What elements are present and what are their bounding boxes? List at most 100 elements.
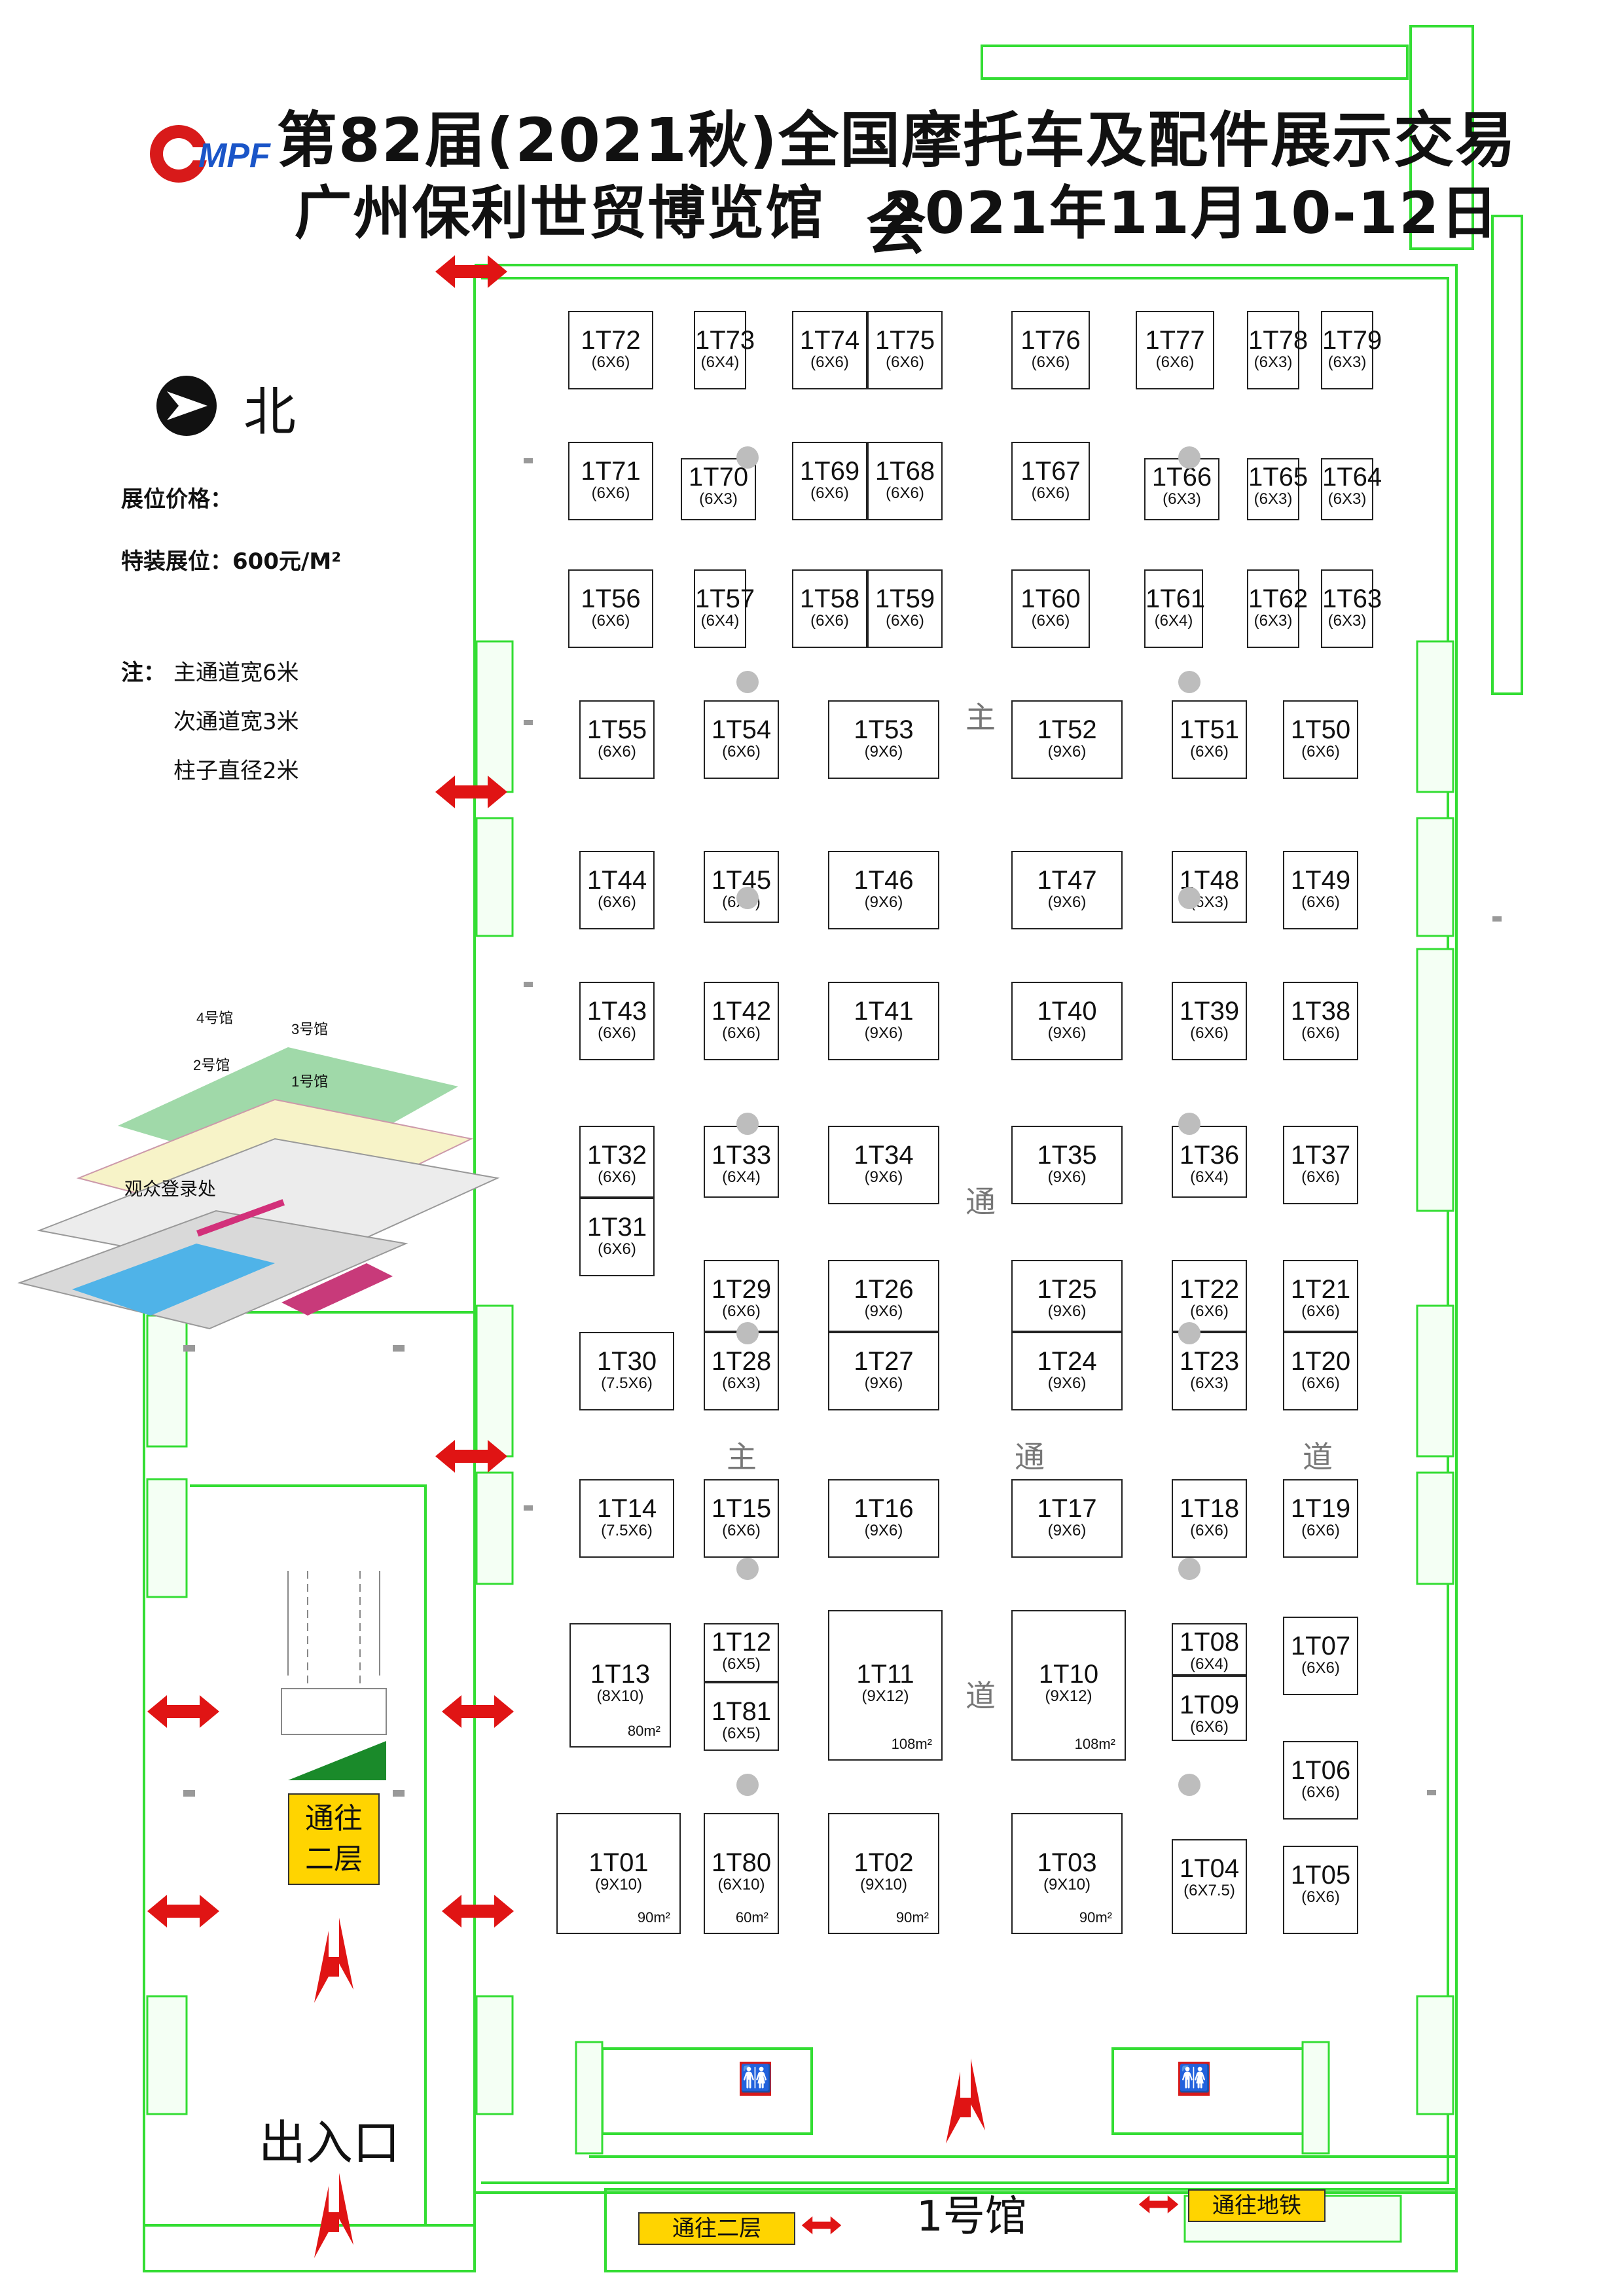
booth-1t62: 1T62(6X3) <box>1247 569 1308 648</box>
booth-code: 1T38 <box>1290 997 1351 1026</box>
booth-1t51: 1T51(6X6) <box>1172 700 1247 779</box>
booth-code: 1T13 <box>590 1660 651 1689</box>
pillar <box>736 1558 759 1580</box>
pillar <box>1178 1774 1200 1796</box>
booth-1t27: 1T27(9X6) <box>828 1332 939 1410</box>
booth-size: (9X6) <box>864 893 903 911</box>
booth-code: 1T21 <box>1290 1275 1351 1304</box>
entrance-label: 出入口 <box>259 2115 401 2170</box>
booth-size: (6X3) <box>1254 612 1293 630</box>
booth-code: 1T42 <box>711 997 772 1026</box>
booth-1t17: 1T17(9X6) <box>1011 1479 1123 1558</box>
booth-area: 90m² <box>895 1909 929 1926</box>
booth-code: 1T09 <box>1179 1691 1240 1719</box>
booth-1t16: 1T16(9X6) <box>828 1479 939 1558</box>
booth-size: (6X6) <box>1301 1522 1340 1539</box>
booth-size: (9X12) <box>1045 1687 1092 1705</box>
booth-code: 1T47 <box>1037 866 1097 895</box>
booth-1t78: 1T78(6X3) <box>1247 311 1308 389</box>
pillar <box>1178 671 1200 693</box>
booth-1t35: 1T35(9X6) <box>1011 1126 1123 1204</box>
booth-size: (6X6) <box>1301 1024 1340 1042</box>
pillar <box>1178 887 1200 909</box>
booth-size: (6X6) <box>1190 1718 1229 1736</box>
booth-area: 108m² <box>891 1736 932 1752</box>
booth-1t19: 1T19(6X6) <box>1283 1479 1358 1558</box>
booth-code: 1T14 <box>596 1494 657 1523</box>
aisle-label: 主 <box>727 1439 757 1475</box>
pillar <box>736 446 759 469</box>
booth-code: 1T27 <box>854 1347 914 1376</box>
booth-code: 1T18 <box>1179 1494 1240 1523</box>
booth-size: (6X6) <box>1301 1374 1340 1392</box>
aisle-label: 道 <box>1303 1439 1333 1475</box>
booth-code: 1T70 <box>688 463 749 492</box>
booth-1t06: 1T06(6X6) <box>1283 1741 1358 1820</box>
booth-1t48: 1T48(6X3) <box>1172 851 1247 923</box>
booth-size: (6X3) <box>1254 490 1293 508</box>
booth-size: (9X6) <box>1047 893 1087 911</box>
booth-size: (6X6) <box>598 893 636 911</box>
booth-size: (9X10) <box>859 1875 908 1893</box>
booth-1t68: 1T68(6X6) <box>867 442 943 520</box>
booth-size: (9X6) <box>864 1024 903 1042</box>
aisle-label: 通 <box>1015 1439 1045 1475</box>
aisle-label: 通 <box>965 1184 996 1219</box>
booth-1t40: 1T40(9X6) <box>1011 982 1123 1060</box>
booth-1t12: 1T12(6X5) <box>704 1623 779 1682</box>
booth-1t20: 1T20(6X6) <box>1283 1332 1358 1410</box>
booth-size: (6X6) <box>810 612 849 630</box>
booth-size: (6X6) <box>598 1240 636 1258</box>
booth-code: 1T43 <box>586 997 647 1026</box>
booth-size: (6X6) <box>1155 353 1195 371</box>
booth-1t44: 1T44(6X6) <box>579 851 655 929</box>
booth-size: (6X6) <box>591 612 630 630</box>
booth-1t75: 1T75(6X6) <box>867 311 943 389</box>
booth-code: 1T36 <box>1179 1141 1240 1170</box>
booth-1t59: 1T59(6X6) <box>867 569 943 648</box>
booth-size: (6X4) <box>1190 1168 1229 1186</box>
inset-label-hall4: 4号馆 <box>196 1010 234 1026</box>
booth-1t08: 1T08(6X4) <box>1172 1623 1247 1676</box>
booth-code: 1T41 <box>854 997 914 1026</box>
booth-1t47: 1T47(9X6) <box>1011 851 1123 929</box>
pillar <box>736 1322 759 1344</box>
booth-size: (9X6) <box>1047 1024 1087 1042</box>
booth-1t49: 1T49(6X6) <box>1283 851 1358 929</box>
booth-code: 1T07 <box>1290 1632 1351 1660</box>
booth-area: 90m² <box>1079 1909 1112 1926</box>
booth-size: (6X3) <box>1163 490 1201 508</box>
hall-label: 1号馆 <box>916 2193 1027 2241</box>
booth-size: (6X3) <box>1327 353 1367 371</box>
booth-code: 1T04 <box>1179 1854 1240 1883</box>
booth-code: 1T16 <box>854 1494 914 1523</box>
booth-code: 1T24 <box>1037 1347 1097 1376</box>
booth-size: (6X6) <box>598 743 636 761</box>
booth-code: 1T67 <box>1020 457 1081 486</box>
booth-code: 1T71 <box>581 457 641 486</box>
booth-code: 1T29 <box>711 1275 772 1304</box>
booth-1t07: 1T07(6X6) <box>1283 1617 1358 1695</box>
booth-1t74: 1T74(6X6) <box>792 311 867 389</box>
booth-code: 1T10 <box>1038 1660 1099 1689</box>
booth-1t70: 1T70(6X3) <box>681 458 756 520</box>
passage-arrows <box>147 255 1179 2258</box>
pillar <box>1178 1322 1200 1344</box>
note-pillar: 柱子直径2米 <box>173 758 299 784</box>
booth-size: (6X6) <box>1031 484 1070 502</box>
booth-1t65: 1T65(6X3) <box>1247 458 1308 520</box>
booth-code: 1T52 <box>1037 715 1097 744</box>
booth-code: 1T40 <box>1037 997 1097 1026</box>
booth-1t09: 1T09(6X6) <box>1172 1676 1247 1741</box>
booth-code: 1T02 <box>854 1848 914 1877</box>
booth-code: 1T54 <box>711 715 772 744</box>
booth-1t30: 1T30(7.5X6) <box>579 1332 674 1410</box>
svg-text:MPF: MPF <box>198 137 271 175</box>
booth-code: 1T06 <box>1290 1756 1351 1785</box>
booth-size: (9X10) <box>1043 1875 1091 1893</box>
booth-size: (6X6) <box>722 1024 761 1042</box>
booth-size: (6X5) <box>722 1655 761 1673</box>
booth-code: 1T77 <box>1145 326 1205 355</box>
booth-code: 1T56 <box>581 584 641 613</box>
north-arrow-icon <box>156 376 217 436</box>
